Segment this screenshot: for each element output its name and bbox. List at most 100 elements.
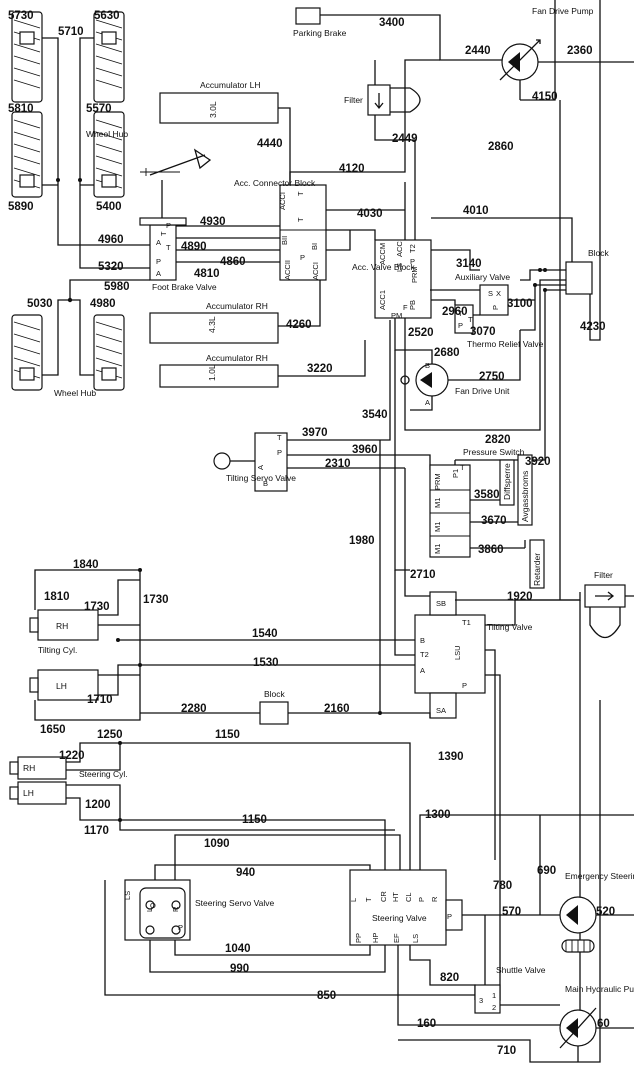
line-number-570: 570: [502, 906, 521, 918]
parking-brake-switch: [295, 7, 321, 25]
acc-conn-port-2: BII: [280, 236, 289, 245]
servo-port-1: P: [277, 448, 282, 457]
servo-valve-port-1: L: [145, 908, 154, 912]
foot-brake-valve-label: Foot Brake Valve: [152, 282, 217, 292]
wheel-hub-top: [11, 11, 125, 210]
tilting-cyl-lh: [29, 669, 99, 701]
line-number-5030: 5030: [27, 298, 53, 310]
line-number-4010: 4010: [463, 205, 489, 217]
steering-valve-port-1: T: [364, 897, 373, 902]
line-number-1200: 1200: [85, 799, 111, 811]
line-number-2310: 2310: [325, 458, 351, 470]
line-number-1710: 1710: [87, 694, 113, 706]
line-number-5730: 5730: [8, 10, 34, 22]
wheel-hub-bottom: [11, 299, 125, 391]
line-number-1300: 1300: [425, 809, 451, 821]
acc-valve-port-6: P: [410, 257, 415, 266]
tilting-port-0: SB: [436, 599, 446, 608]
press-block-port-3: M1: [433, 498, 442, 508]
accumulator-rh-1: [149, 280, 321, 344]
fan-drive-pump-label: Fan Drive Pump: [532, 6, 594, 16]
line-number-5320: 5320: [98, 261, 124, 273]
steering-valve-port-9: EF: [392, 933, 401, 943]
line-number-850: 850: [317, 990, 336, 1002]
aux-port-0: S: [488, 289, 493, 298]
steering-valve-port-7: PP: [354, 933, 363, 943]
tilting-port-5: T1: [462, 618, 471, 627]
line-number-3970: 3970: [302, 427, 328, 439]
foot-port-1: P: [156, 257, 161, 266]
line-number-1530: 1530: [253, 657, 279, 669]
line-number-2820: 2820: [485, 434, 511, 446]
line-number-1730: 1730: [84, 601, 110, 613]
aux-port-5: T: [468, 315, 473, 324]
steering-valve-port-5: P: [417, 897, 426, 902]
line-number-5570: 5570: [86, 103, 112, 115]
line-number-3540: 3540: [362, 409, 388, 421]
line-number-3960: 3960: [352, 444, 378, 456]
line-number-2449: 2449: [392, 133, 418, 145]
steering-valve-port-11: P: [447, 912, 452, 921]
line-number-3220: 3220: [307, 363, 333, 375]
foot-port-0: A: [156, 238, 161, 247]
line-number-3670: 3670: [481, 515, 507, 527]
line-number-4150: 4150: [532, 91, 558, 103]
line-number-2960: 2960: [442, 306, 468, 318]
acc-lh-size: 3.0L: [208, 101, 218, 118]
acc-rh-size-2: 1.0L: [207, 364, 217, 381]
auxiliary-valve: [454, 284, 509, 334]
accumulator-lh: [159, 92, 291, 185]
servo-valve-port-2: O: [150, 901, 156, 910]
tilting-port-1: B: [420, 636, 425, 645]
filter-top-label: Filter: [344, 95, 363, 105]
accumulator-rh-2: [159, 340, 366, 388]
accumulator-lh-label: Accumulator LH: [200, 80, 260, 90]
steering-lh-label: LH: [23, 788, 34, 798]
line-number-5630: 5630: [94, 10, 120, 22]
line-number-1730: 1730: [143, 594, 169, 606]
line-number-1220: 1220: [59, 750, 85, 762]
acc-valve-port-2: ACC1: [378, 290, 387, 310]
acc-valve-block-label: Acc. Valve Block: [352, 262, 415, 272]
block-mid: [259, 701, 289, 725]
block-right-label: Block: [588, 248, 610, 258]
shuttle-valve-label: Shuttle Valve: [496, 965, 546, 975]
servo-port-0: T: [277, 433, 282, 442]
line-number-60: 60: [597, 1018, 610, 1030]
auxiliary-valve-label: Auxiliary Valve: [455, 272, 510, 282]
line-number-160: 160: [417, 1018, 436, 1030]
press-block-port-5: M1: [433, 544, 442, 554]
shuttle-valve: [474, 984, 501, 1014]
tilting-rh-label: RH: [56, 621, 68, 631]
line-number-780: 780: [493, 880, 512, 892]
tilting-cyl-rh: [29, 609, 99, 641]
fan-unit-port-1: A: [425, 398, 430, 407]
tilting-port-3: A: [420, 666, 425, 675]
line-number-1390: 1390: [438, 751, 464, 763]
line-number-4890: 4890: [181, 241, 207, 253]
shuttle-port-0: 3: [479, 996, 483, 1005]
foot-port-4: T: [166, 243, 171, 252]
tilting-valve: [414, 591, 486, 719]
line-number-3100: 3100: [507, 298, 533, 310]
press-block-port-0: PRM: [433, 473, 442, 490]
acc-valve-port-9: PB: [408, 300, 417, 310]
line-number-3400: 3400: [379, 17, 405, 29]
wheel-hub-bottom-label: Wheel Hub: [54, 388, 96, 398]
steering-valve-port-10: LS: [411, 934, 420, 943]
tilting-port-4: SA: [436, 706, 446, 715]
steering-valve-port-6: R: [430, 896, 439, 902]
wheel-hub-top-label: Wheel Hub: [86, 129, 128, 139]
press-block-port-4: M1: [433, 522, 442, 532]
emergency-steering-pump: [559, 896, 597, 953]
steering-valve-label: Steering Valve: [372, 913, 427, 923]
acc-conn-port-3: T: [296, 217, 305, 222]
servo-valve-port-0: LS: [123, 891, 132, 900]
line-number-2160: 2160: [324, 703, 350, 715]
avgassbroms-label: Avgassbroms: [520, 471, 530, 522]
foot-brake-valve: [139, 148, 212, 281]
acc-valve-port-5: PRM: [410, 266, 419, 283]
line-number-5710: 5710: [58, 26, 84, 38]
line-number-4260: 4260: [286, 319, 312, 331]
